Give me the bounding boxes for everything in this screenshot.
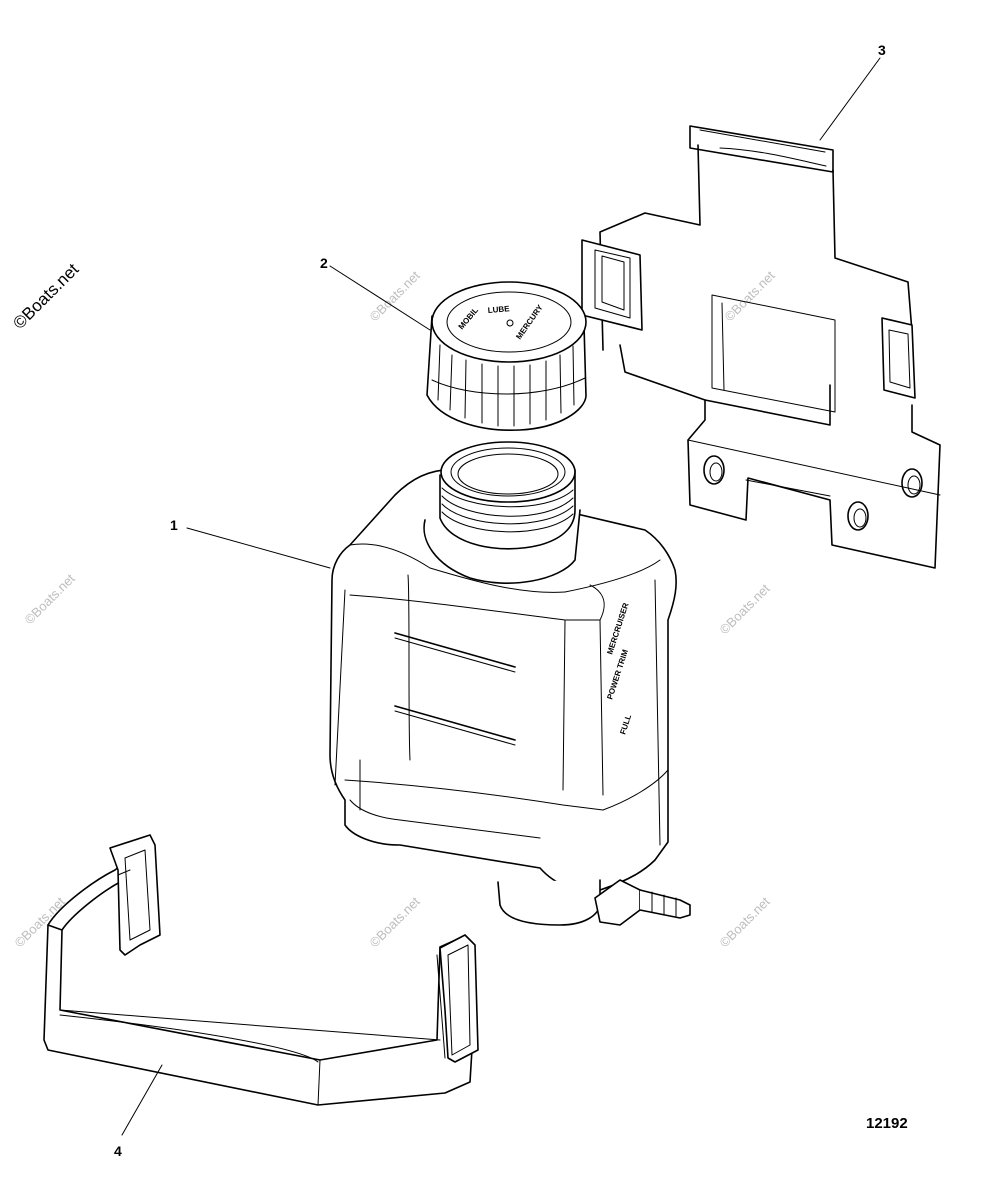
leader-line-2 [329,265,431,331]
leader-line-4 [121,1064,163,1136]
callout-3: 3 [878,42,886,58]
cap-embossed-text: LUBE [487,304,510,315]
bracket-hole [703,455,725,485]
watermark-primary: ©Boats.net [9,260,82,333]
watermark: ©Boats.net [367,268,423,324]
part-2-reservoir-cap: MOBIL LUBE MERCURY [426,281,587,431]
part-4-retaining-strap [43,834,479,1106]
bracket-hole [901,468,923,498]
figure-number: 12192 [866,1115,908,1132]
leader-line-1 [186,527,331,569]
callout-4: 4 [114,1143,122,1159]
bracket-hole [847,501,869,531]
watermark: ©Boats.net [367,894,423,950]
part-3-mounting-bracket [581,125,941,569]
watermark: ©Boats.net [717,894,773,950]
leader-line-3 [819,57,881,141]
part-1-reservoir-bottle: MERCRUISER POWER TRIM FULL [329,441,691,926]
watermark: ©Boats.net [22,571,78,627]
watermark: ©Boats.net [717,581,773,637]
callout-leaders [121,57,881,1136]
callout-2: 2 [320,255,328,271]
callout-1: 1 [170,517,178,533]
watermark: ©Boats.net [722,268,778,324]
